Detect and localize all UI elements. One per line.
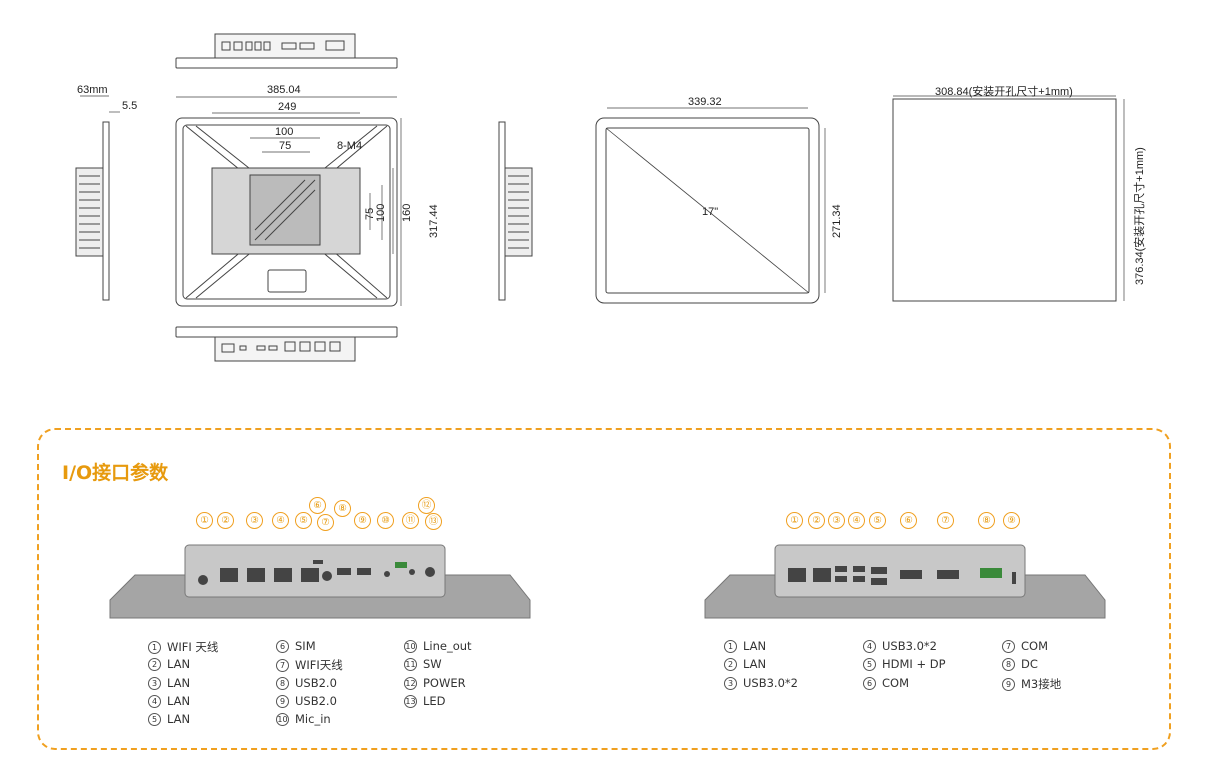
left-io-panel	[109, 544, 531, 619]
io-section	[37, 428, 1171, 750]
marker-right-1: ①	[786, 512, 803, 529]
dim-depth: 63mm	[77, 84, 108, 96]
marker-left-2: ②	[217, 512, 234, 529]
marker-left-11: ⑪	[402, 512, 419, 529]
dim-rear-mount-width: 249	[278, 101, 297, 113]
dim-vesa-100-h: 100	[275, 126, 294, 138]
dim-vesa-100-v: 100	[375, 203, 387, 222]
rear-view	[175, 117, 398, 307]
front-view	[595, 117, 820, 304]
marker-left-13: ⑬	[425, 513, 442, 530]
top-view	[175, 33, 398, 69]
dim-screen-diag: 17"	[702, 206, 719, 218]
bottom-view	[175, 326, 398, 362]
marker-right-2: ②	[808, 512, 825, 529]
dim-cutout-width: 308.84(安装开孔尺寸+1mm)	[935, 86, 1073, 98]
right-io-panel	[704, 544, 1106, 619]
marker-right-8: ⑧	[978, 512, 995, 529]
marker-left-8: ⑧	[334, 500, 351, 517]
dim-cutout-height: 376.34(安装开孔尺寸+1mm)	[1134, 147, 1146, 285]
dim-rear-height: 317.44	[428, 204, 440, 238]
io-title: I/O接口参数	[62, 462, 169, 484]
marker-right-6: ⑥	[900, 512, 917, 529]
marker-right-7: ⑦	[937, 512, 954, 529]
marker-right-9: ⑨	[1003, 512, 1020, 529]
dim-bezel-depth: 5.5	[122, 100, 138, 112]
marker-left-3: ③	[246, 512, 263, 529]
marker-right-4: ④	[848, 512, 865, 529]
dim-screw-note: 8-M4	[337, 140, 363, 152]
marker-left-10: ⑩	[377, 512, 394, 529]
dim-screen-width: 339.32	[688, 96, 722, 108]
marker-left-6: ⑥	[309, 497, 326, 514]
dim-screen-height: 271.34	[831, 204, 843, 238]
dim-vesa-75-h: 75	[279, 140, 292, 152]
cutout-view	[892, 98, 1117, 302]
marker-left-7: ⑦	[317, 514, 334, 531]
marker-left-5: ⑤	[295, 512, 312, 529]
marker-left-9: ⑨	[354, 512, 371, 529]
marker-left-1: ①	[196, 512, 213, 529]
marker-left-12: ⑫	[418, 497, 435, 514]
technical-drawing	[75, 33, 1125, 362]
dim-rear-width: 385.04	[267, 84, 301, 96]
right-side-view	[498, 121, 533, 301]
left-side-view	[75, 121, 110, 301]
dim-rear-mount-height: 160	[401, 203, 413, 222]
marker-right-5: ⑤	[869, 512, 886, 529]
marker-right-3: ③	[828, 512, 845, 529]
marker-left-4: ④	[272, 512, 289, 529]
